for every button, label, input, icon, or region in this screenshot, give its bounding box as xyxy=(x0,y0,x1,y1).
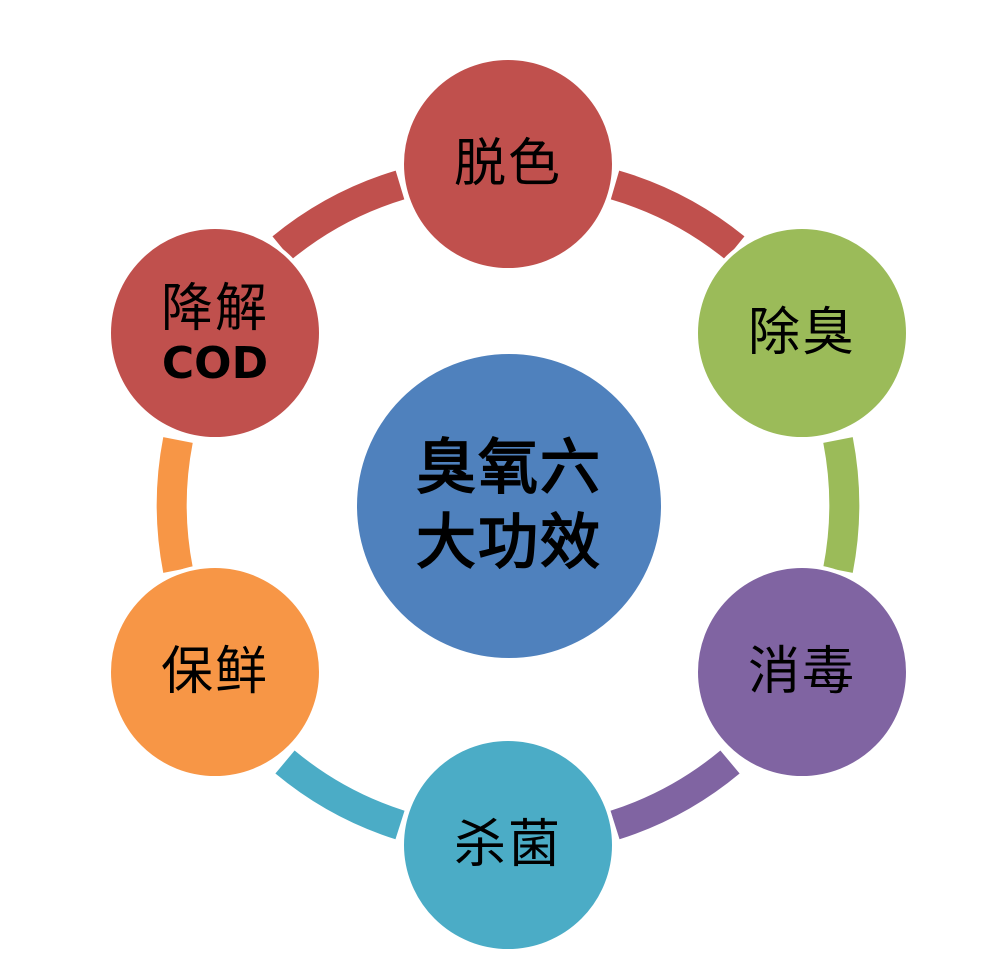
node-sublabel: COD xyxy=(161,338,269,389)
node-label: 消毒 xyxy=(747,641,856,702)
connector-arc-bottom-to-lower-left xyxy=(275,750,405,840)
node-label: 杀菌 xyxy=(453,814,562,875)
node-label: 降解 xyxy=(160,278,269,339)
center-title-line2: 大功效 xyxy=(416,508,602,578)
node-label: 保鲜 xyxy=(160,641,269,702)
node-sterilization: 杀菌 xyxy=(400,737,616,953)
node-decolorization: 脱色 xyxy=(400,56,616,272)
connector-arc-top-to-upper-right xyxy=(610,170,745,260)
node-label: 脱色 xyxy=(453,133,562,194)
connector-arc-lower-right-to-bottom xyxy=(610,750,740,840)
connector-arc-upper-right-to-lower-right xyxy=(823,437,860,573)
connector-arc-lower-left-to-upper-left xyxy=(156,437,193,573)
connector-arc-upper-left-to-top xyxy=(272,170,405,260)
node-preservation: 保鲜 xyxy=(107,564,323,780)
node-label: 除臭 xyxy=(747,302,856,363)
node-cod-degradation: 降解 COD xyxy=(107,225,323,441)
center-title-line1: 臭氧六 xyxy=(416,433,602,503)
node-disinfection: 消毒 xyxy=(694,564,910,780)
center-circle: 臭氧六 大功效 xyxy=(353,350,665,662)
node-deodorization: 除臭 xyxy=(694,225,910,441)
